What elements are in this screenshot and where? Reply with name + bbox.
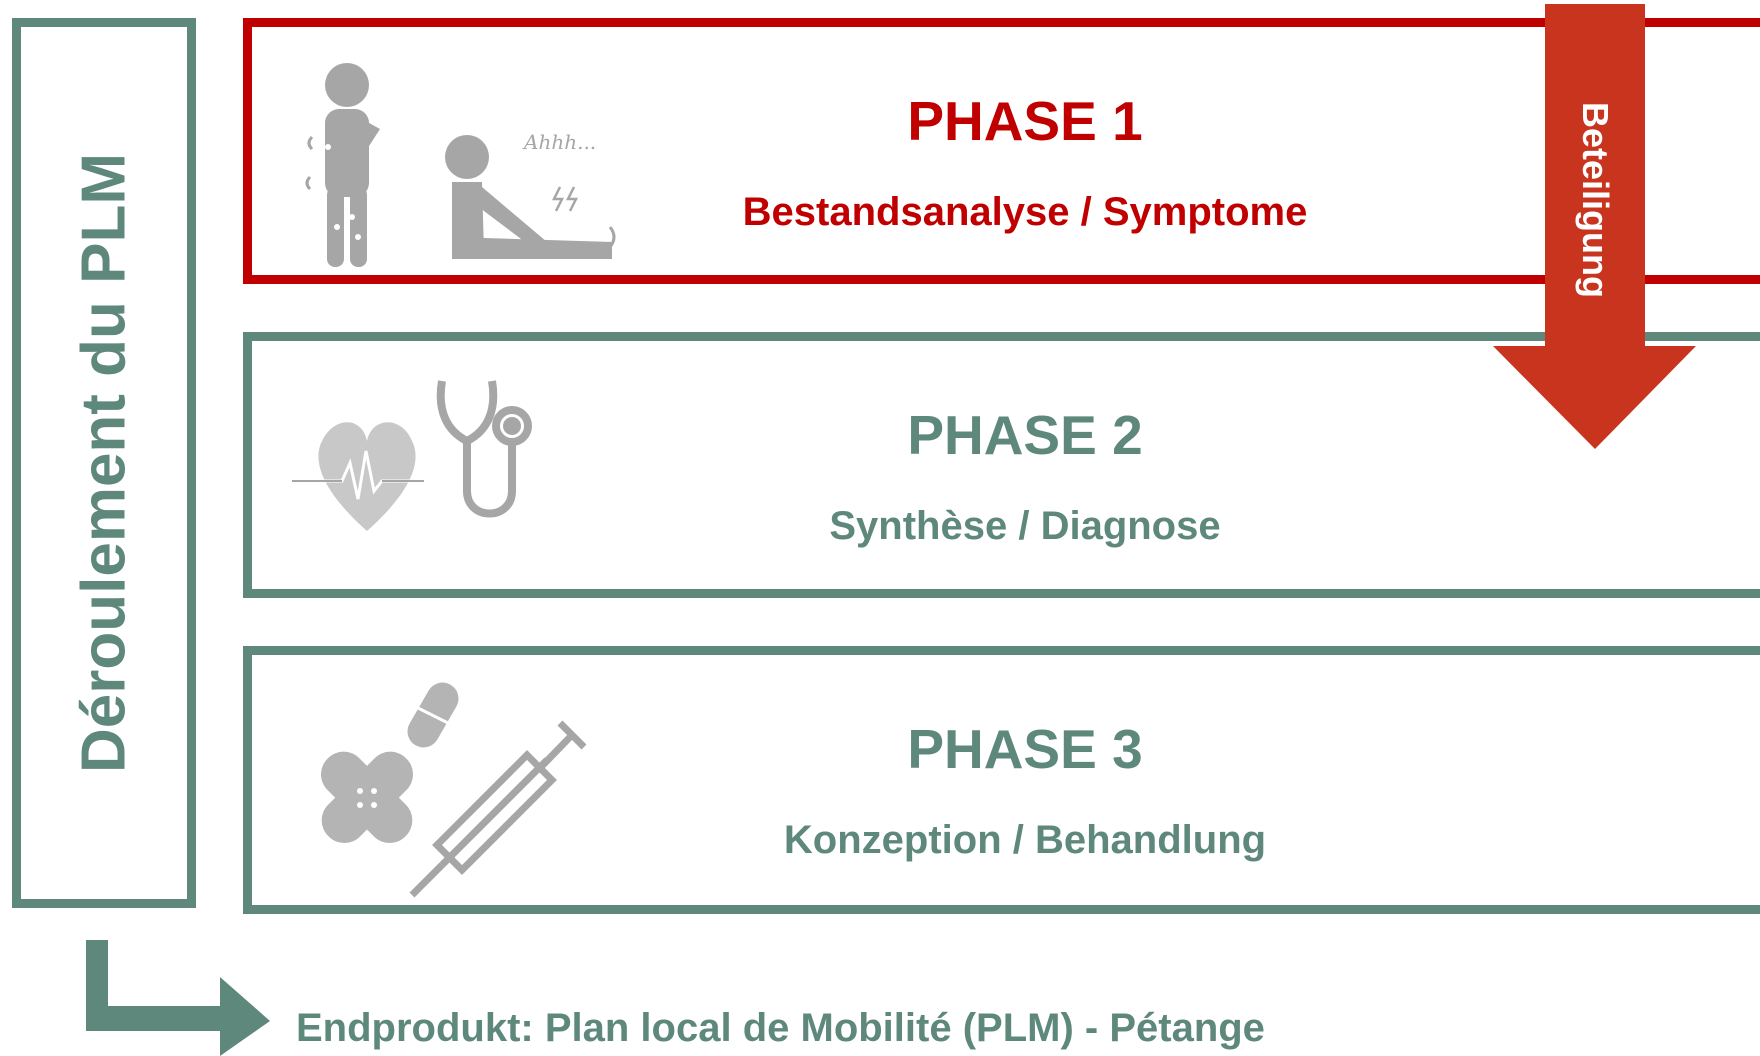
end-product-label: Endprodukt: Plan local de Mobilité (PLM)… xyxy=(296,1006,1265,1050)
phase-3-box: PHASE 3 Konzeption / Behandlung xyxy=(243,646,1760,914)
phase-2-subtitle: Synthèse / Diagnose xyxy=(829,504,1221,548)
phase-2-title: PHASE 2 xyxy=(907,404,1143,466)
person-pain-icon: Ahhh... xyxy=(445,130,616,259)
phase-1-box: Ahhh... PHASE 1 Bestandsanalyse / Sympto… xyxy=(243,18,1760,284)
bandage-icon xyxy=(320,751,414,844)
phase-1-subtitle: Bestandsanalyse / Symptome xyxy=(742,190,1308,234)
participation-arrow-label: Beteiligung xyxy=(1575,102,1616,298)
process-side-box: Déroulement du PLM xyxy=(12,18,196,908)
phase-2-icons xyxy=(292,351,622,591)
phase-3-icons xyxy=(292,665,622,905)
phase-1-title: PHASE 1 xyxy=(907,90,1143,152)
end-product-arrow xyxy=(86,940,270,1056)
phase-3-title: PHASE 3 xyxy=(907,718,1143,780)
syringe-icon xyxy=(409,720,587,898)
stethoscope-icon xyxy=(436,380,532,518)
pill-icon xyxy=(407,682,459,748)
heart-pulse-icon xyxy=(292,422,424,531)
phase-2-box: PHASE 2 Synthèse / Diagnose xyxy=(243,332,1760,598)
process-side-label: Déroulement du PLM xyxy=(69,152,139,774)
pain-sound-text: Ahhh... xyxy=(522,130,596,154)
phase-3-subtitle: Konzeption / Behandlung xyxy=(783,818,1267,862)
participation-arrow xyxy=(1493,4,1696,449)
person-itching-icon xyxy=(305,63,380,267)
phase-1-icons: Ahhh... xyxy=(292,37,622,277)
